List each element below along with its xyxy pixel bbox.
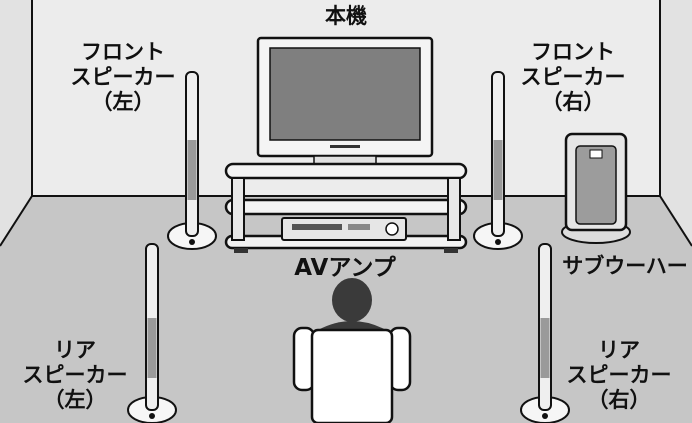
- room-left-wall: [0, 0, 32, 246]
- label-subwoofer: サブウーハー: [562, 254, 688, 278]
- label-av-amp: AVアンプ: [294, 255, 396, 281]
- tv-unit: [256, 36, 434, 165]
- rear-left-speaker: [127, 243, 177, 423]
- label-rear-left-speaker: リア スピーカー （左）: [22, 338, 128, 412]
- front-right-speaker: [473, 71, 523, 250]
- label-front-right-speaker: フロント スピーカー （右）: [520, 40, 626, 114]
- listener-in-chair: [292, 278, 412, 423]
- label-tv: 本機: [325, 4, 367, 28]
- rear-right-speaker: [520, 243, 570, 423]
- av-amp-device: [281, 217, 407, 241]
- subwoofer-device: [561, 132, 631, 244]
- label-front-left-speaker: フロント スピーカー （左）: [70, 40, 176, 114]
- label-rear-right-speaker: リア スピーカー （右）: [566, 338, 672, 412]
- tv-screen: [269, 47, 421, 141]
- room-right-wall: [660, 0, 692, 246]
- front-left-speaker: [167, 71, 217, 250]
